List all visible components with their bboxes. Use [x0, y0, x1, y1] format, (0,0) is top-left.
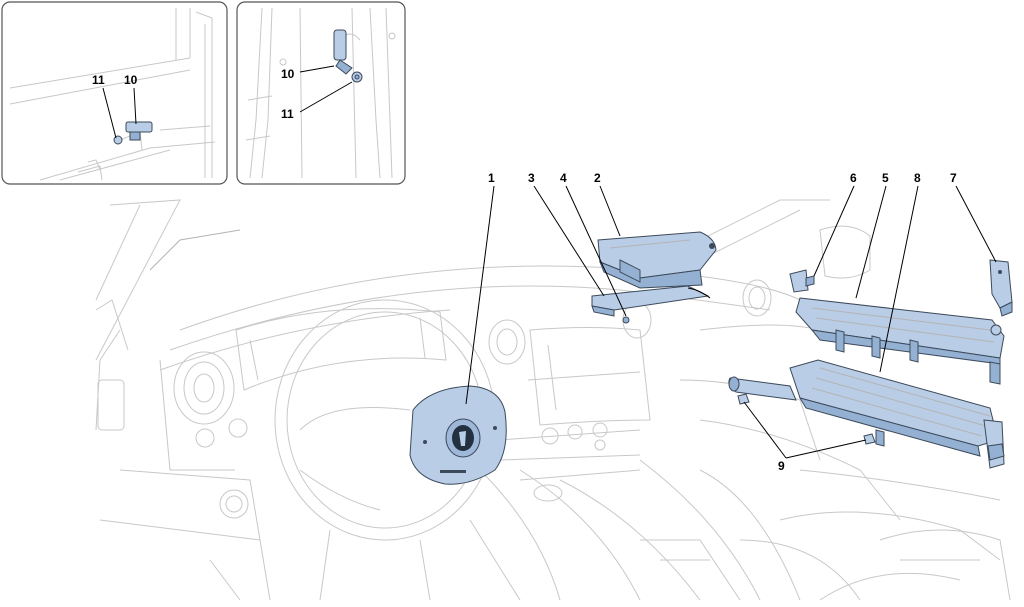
callout-8: 8 [914, 171, 921, 185]
inset-left: 11 10 [1, 1, 228, 185]
callout-2: 2 [594, 171, 601, 185]
inset-left-leader-10 [133, 87, 137, 125]
passenger-airbag [597, 231, 717, 289]
inset-right-background [245, 7, 396, 179]
callout-4: 4 [560, 171, 567, 185]
knee-airbag-assembly [728, 359, 1005, 469]
leader-2 [599, 185, 621, 237]
inset-right-frame [236, 1, 406, 185]
bolts [737, 393, 876, 445]
inset-left-callout-11: 11 [92, 73, 105, 87]
driver-airbag-module [409, 385, 507, 485]
callout-9: 9 [778, 459, 785, 473]
callout-3: 3 [528, 171, 535, 185]
leader-5 [855, 185, 887, 299]
inset-right-callout-11: 11 [281, 107, 294, 121]
callouts: 1 2 3 4 5 6 7 8 9 [488, 171, 957, 473]
inset-left-frame [1, 1, 228, 185]
mounting-bracket [789, 269, 815, 293]
leader-lines [465, 185, 997, 459]
leader-9a [743, 401, 787, 459]
inset-left-background [9, 8, 216, 181]
leader-1 [465, 185, 495, 405]
callout-5: 5 [882, 171, 889, 185]
airbag-bracket [591, 285, 711, 317]
leader-9b [785, 439, 867, 459]
inset-left-leader-11 [102, 87, 117, 139]
inset-left-sensor [113, 121, 153, 145]
leader-4 [565, 185, 627, 317]
callout-7: 7 [950, 171, 957, 185]
callout-6: 6 [850, 171, 857, 185]
inset-right-leader-11 [299, 81, 353, 113]
leader-8 [879, 185, 919, 373]
inset-right-leader-10 [299, 65, 335, 73]
callout-1: 1 [488, 171, 495, 185]
inset-right-callout-10: 10 [281, 67, 295, 81]
leader-3 [533, 185, 605, 297]
dashboard-background [95, 199, 1011, 601]
inset-left-callout-10: 10 [124, 73, 138, 87]
leader-6 [813, 185, 855, 277]
screw [622, 316, 630, 324]
upper-crossmember [795, 297, 1005, 385]
inset-right-sensor [333, 29, 363, 83]
side-bracket [989, 259, 1013, 317]
inset-right: 10 11 [236, 1, 406, 185]
leader-7 [955, 185, 997, 263]
